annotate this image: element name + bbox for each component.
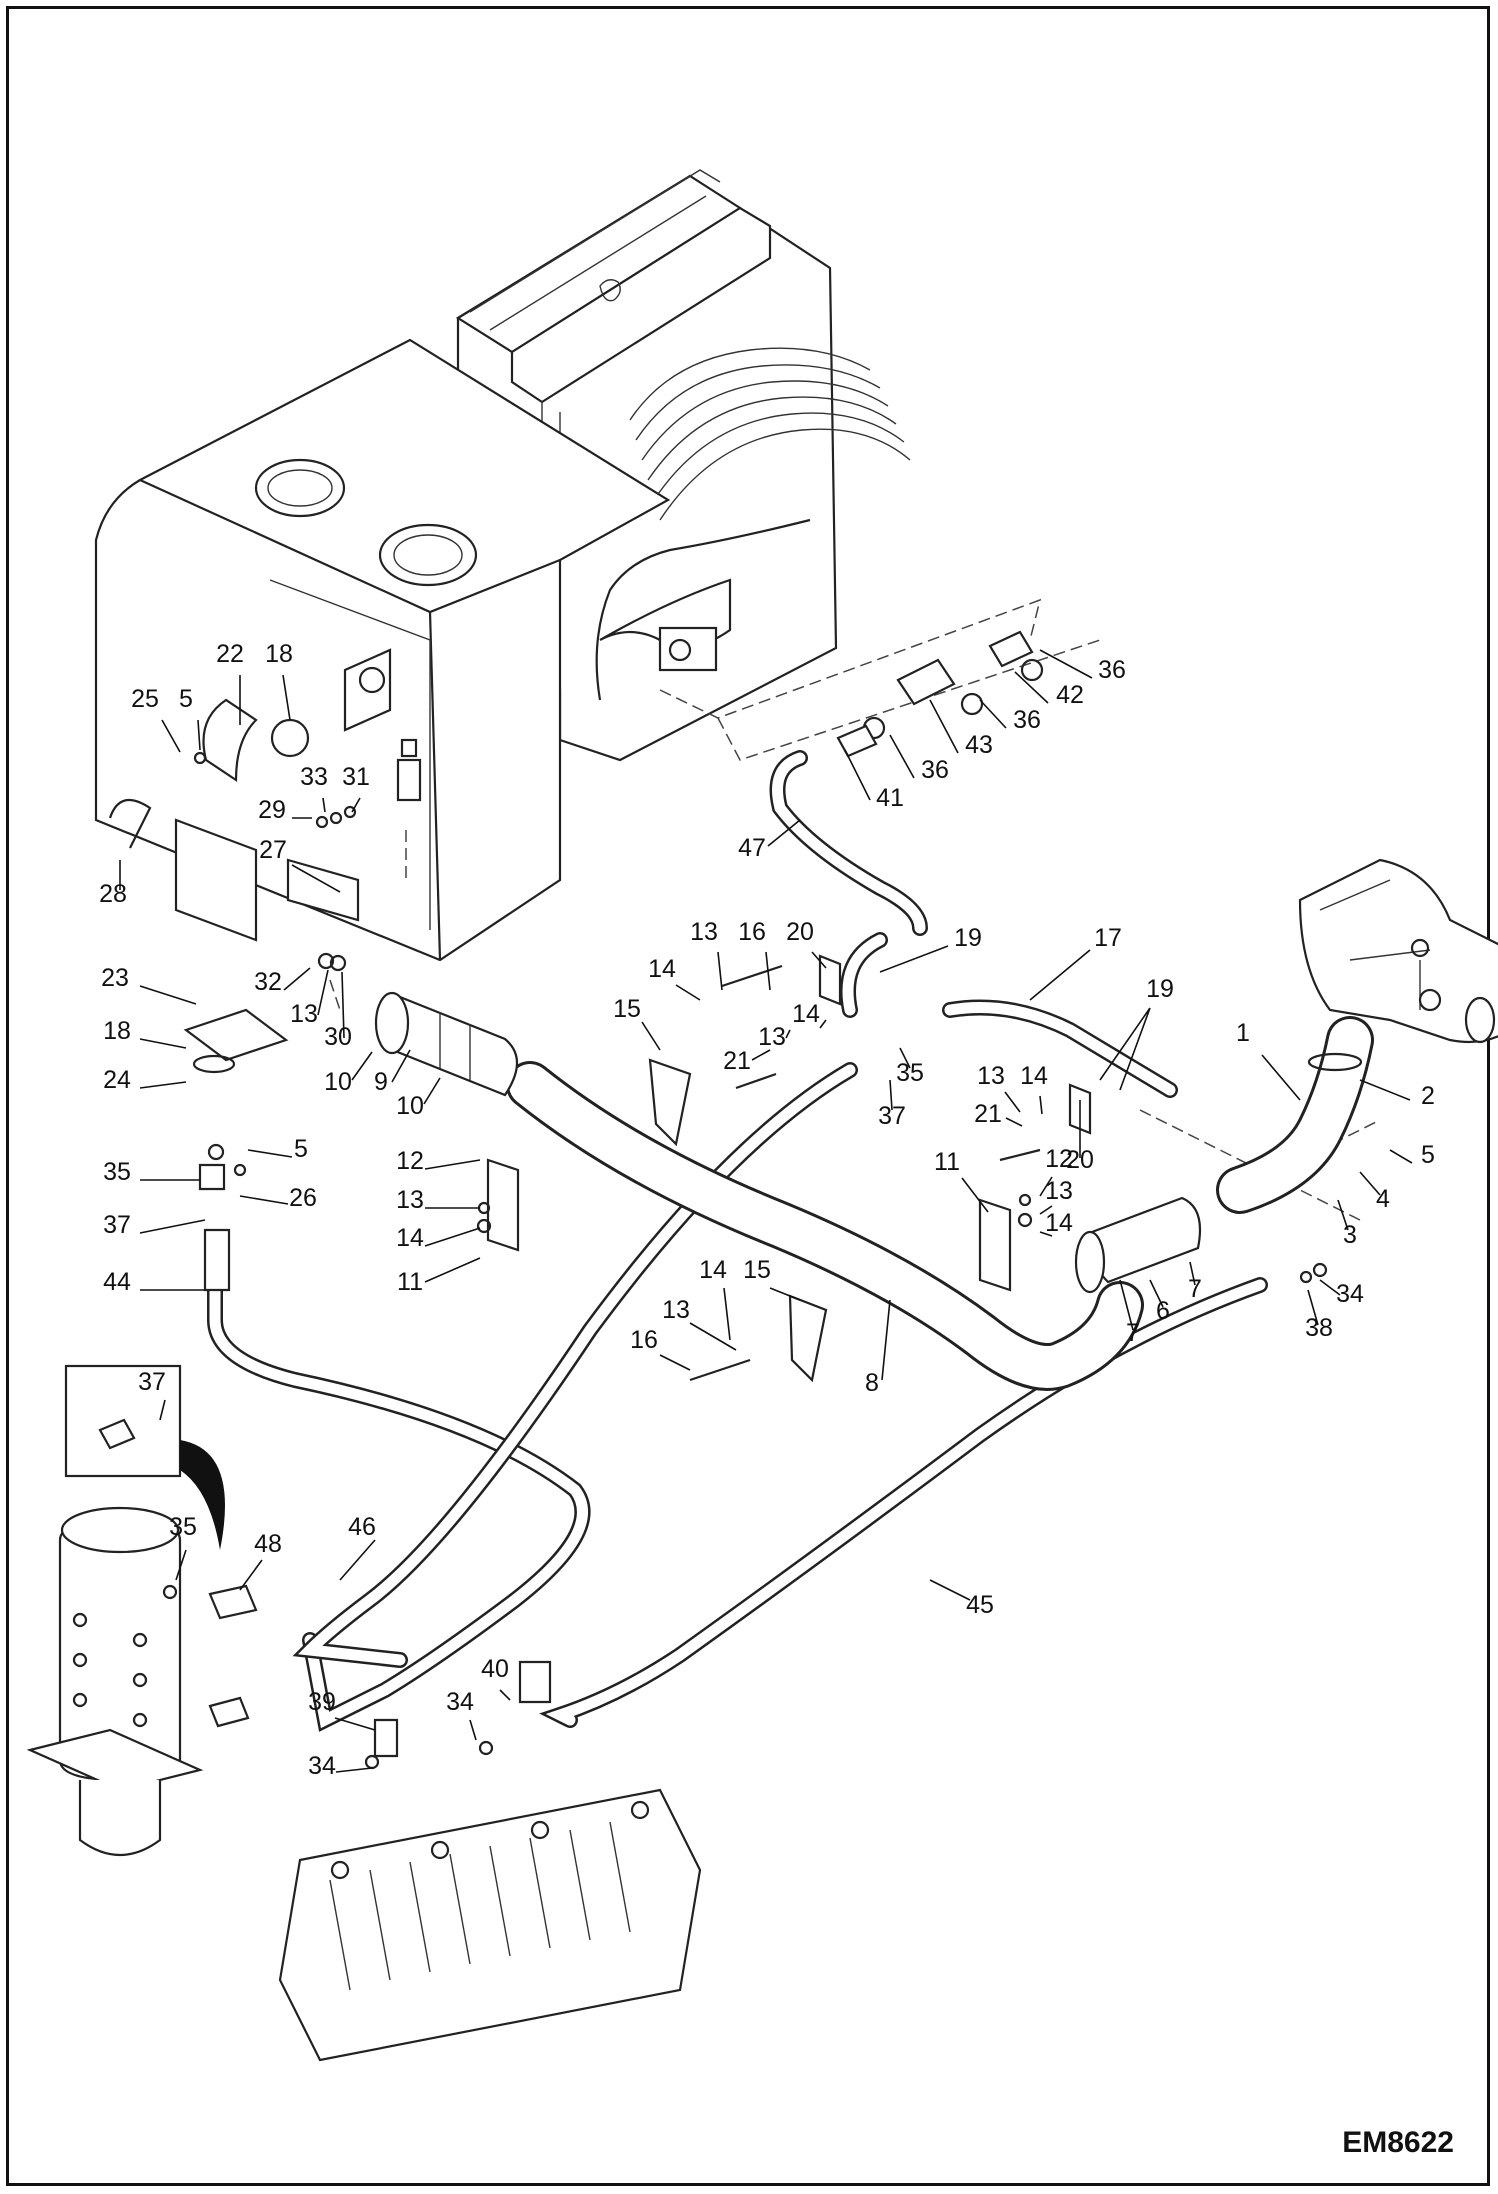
callout-number: 18 — [103, 1017, 131, 1045]
elbow-pipe — [1074, 1016, 1374, 1294]
callout-number: 36 — [921, 756, 949, 784]
callout-number: 10 — [324, 1068, 352, 1096]
callout-number: 21 — [723, 1047, 751, 1075]
callout-number: 34 — [308, 1752, 336, 1780]
callout-number: 43 — [965, 731, 993, 759]
callout-number: 15 — [743, 1256, 771, 1284]
callout-number: 11 — [397, 1268, 423, 1296]
callout-number: 45 — [966, 1591, 994, 1619]
callout-number: 12 — [396, 1147, 424, 1175]
callout-number: 32 — [254, 968, 282, 996]
callout-number: 34 — [446, 1688, 474, 1716]
callout-number: 19 — [1146, 975, 1174, 1003]
callout-number: 35 — [103, 1158, 131, 1186]
callout-number: 13 — [690, 918, 718, 946]
callout-number: 13 — [396, 1186, 424, 1214]
callout-number: 23 — [101, 964, 129, 992]
callout-number: 37 — [138, 1368, 166, 1396]
callout-number: 8 — [865, 1369, 879, 1397]
callout-number: 9 — [374, 1068, 388, 1096]
callout-number: 18 — [265, 640, 293, 668]
callout-number: 13 — [758, 1023, 786, 1051]
callout-number: 34 — [1336, 1280, 1364, 1308]
callout-number: 35 — [896, 1059, 924, 1087]
leader-lines — [119, 649, 1413, 1773]
callout-number: 14 — [648, 955, 676, 983]
callout-number: 13 — [662, 1296, 690, 1324]
callout-number: 22 — [216, 640, 244, 668]
filter-housing — [374, 991, 518, 1097]
callout-number: 25 — [131, 685, 159, 713]
callout-number: 26 — [289, 1184, 317, 1212]
callout-number: 5 — [179, 685, 193, 713]
callout-number: 14 — [396, 1224, 424, 1252]
callout-number: 16 — [630, 1326, 658, 1354]
drawing-frame — [6, 6, 1490, 2186]
callout-number: 16 — [738, 918, 766, 946]
callout-number: 10 — [396, 1092, 424, 1120]
hydraulic-pump — [1298, 858, 1498, 1044]
callout-number: 36 — [1098, 656, 1126, 684]
suction-pipe — [506, 1061, 1144, 1391]
callout-number: 14 — [1020, 1062, 1048, 1090]
callout-number: 1 — [1236, 1019, 1250, 1047]
callout-number: 13 — [977, 1062, 1005, 1090]
callout-number: 31 — [342, 763, 370, 791]
callout-number: 11 — [934, 1148, 960, 1176]
callout-number: 14 — [792, 1000, 820, 1028]
callout-number: 6 — [1156, 1297, 1170, 1325]
callout-number: 5 — [1421, 1141, 1435, 1169]
callout-number: 37 — [878, 1102, 906, 1130]
callout-number: 4 — [1376, 1185, 1390, 1213]
callout-number: 13 — [1045, 1177, 1073, 1205]
callout-number: 33 — [300, 763, 328, 791]
callout-number: 47 — [738, 834, 766, 862]
callout-number: 20 — [1066, 1146, 1094, 1174]
callout-number: 19 — [954, 924, 982, 952]
callout-number: 3 — [1343, 1221, 1357, 1249]
callout-number: 41 — [876, 784, 904, 812]
swivel-joint — [26, 1506, 204, 1857]
inset-detail — [64, 1364, 225, 1550]
callout-number: 37 — [103, 1211, 131, 1239]
callout-number: 13 — [290, 1000, 318, 1028]
callout-number: 38 — [1305, 1314, 1333, 1342]
callout-number: 29 — [258, 796, 286, 824]
callout-number: 14 — [699, 1256, 727, 1284]
callout-number: 14 — [1045, 1209, 1073, 1237]
callout-number: 2 — [1421, 1082, 1435, 1110]
callout-number: 48 — [254, 1530, 282, 1558]
callout-number: 30 — [324, 1023, 352, 1051]
callout-number: 35 — [169, 1513, 197, 1541]
callout-number: 44 — [103, 1268, 131, 1296]
callout-number: 12 — [1045, 1145, 1073, 1173]
hydraulic-tank — [94, 338, 671, 962]
small-hardware — [108, 630, 1363, 1770]
callout-number: 40 — [481, 1655, 509, 1683]
callout-number: 20 — [786, 918, 814, 946]
callout-number: 36 — [1013, 706, 1041, 734]
callout-number: 27 — [259, 836, 287, 864]
callout-number: 46 — [348, 1513, 376, 1541]
drawing-code: EM8622 — [1342, 2126, 1454, 2159]
callout-number: 7 — [1188, 1275, 1202, 1303]
callout-number: 28 — [99, 880, 127, 908]
callout-number: 15 — [613, 995, 641, 1023]
callout-number: 24 — [103, 1066, 131, 1094]
callout-number: 39 — [308, 1688, 336, 1716]
control-valve — [278, 1788, 702, 2062]
callout-number: 7 — [1126, 1319, 1140, 1347]
callout-number: 17 — [1094, 924, 1122, 952]
callout-number: 5 — [294, 1135, 308, 1163]
callout-number: 42 — [1056, 681, 1084, 709]
callout-number: 21 — [974, 1100, 1002, 1128]
